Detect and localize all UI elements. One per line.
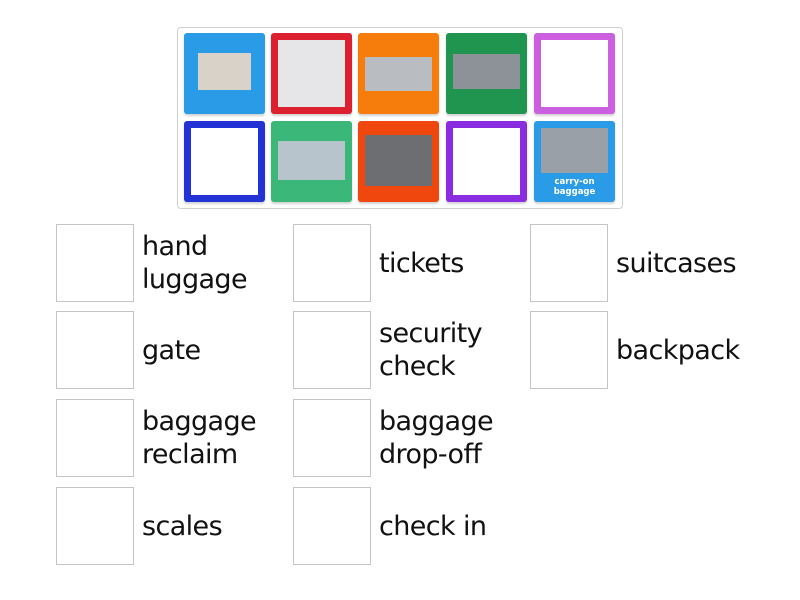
target-label-line: tickets [379,247,464,279]
drop-slot-check-in[interactable] [293,487,371,565]
drop-slot-baggage-drop-off[interactable] [293,399,371,477]
drop-slot-suitcases[interactable] [530,224,608,302]
tile-suitcases[interactable] [446,121,527,202]
target-label-line: gate [142,334,201,366]
tile-baggage-carousel[interactable] [184,33,265,114]
tile-check-in-queue[interactable] [358,121,439,202]
target-label-backpack: backpack [616,311,766,389]
tile-picture [191,128,258,195]
tile-backpack[interactable] [534,33,615,114]
tile-security-check[interactable] [446,33,527,114]
target-label-line: hand [142,231,208,262]
tile-picture [198,53,251,90]
tile-check-in-kiosk[interactable] [271,33,352,114]
target-label-line: scales [142,510,223,542]
target-label-line: check [379,351,456,382]
tile-gate-sign[interactable] [358,33,439,114]
target-label-scales: scales [142,487,292,565]
tile-tickets[interactable] [184,121,265,202]
tile-picture [453,54,520,89]
drop-slot-baggage-reclaim[interactable] [56,399,134,477]
target-label-check-in: check in [379,487,529,565]
target-label-line: check in [379,510,487,542]
target-label-line: luggage [142,264,248,295]
tile-picture [365,135,432,186]
tile-picture [365,57,432,91]
drop-slot-scales[interactable] [56,487,134,565]
target-label-line: baggage [379,406,494,437]
drop-slot-security-check[interactable] [293,311,371,389]
target-label-line: baggage [142,406,257,437]
target-label-gate: gate [142,311,292,389]
target-label-suitcases: suitcases [616,224,766,302]
drop-slot-hand-luggage[interactable] [56,224,134,302]
drop-slot-backpack[interactable] [530,311,608,389]
tile-picture [278,40,345,107]
tile-picture [453,128,520,195]
target-label-line: reclaim [142,439,238,470]
tile-picture [541,40,608,107]
target-label-line: drop-off [379,439,482,470]
tile-drop-off-counters[interactable] [271,121,352,202]
target-label-line: suitcases [616,247,737,279]
target-label-line: security [379,318,483,349]
target-label-tickets: tickets [379,224,529,302]
drop-slot-gate[interactable] [56,311,134,389]
drop-slot-tickets[interactable] [293,224,371,302]
tile-picture [278,141,345,180]
target-label-line: backpack [616,334,740,366]
tile-picture [541,128,608,173]
